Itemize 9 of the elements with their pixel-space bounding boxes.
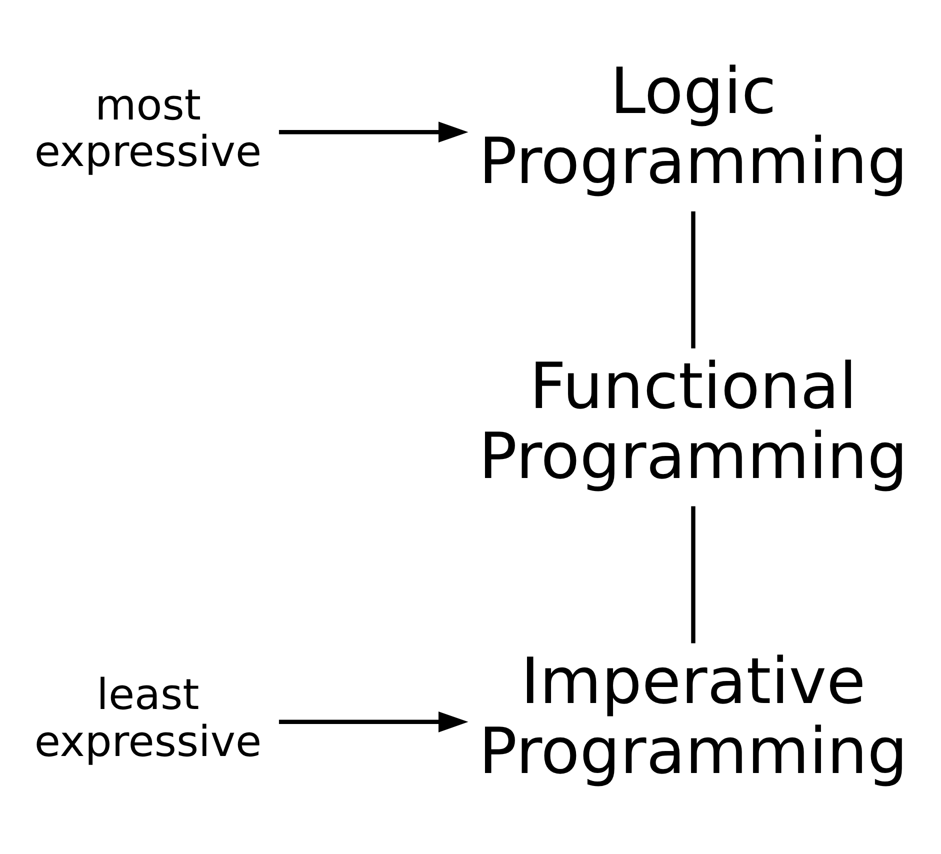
connector <box>690 211 695 348</box>
node-text: Functional Programming <box>478 350 908 494</box>
node-text: least expressive <box>34 671 262 767</box>
node-text: Imperative Programming <box>478 644 908 789</box>
connector <box>690 506 695 644</box>
node-text: most expressive <box>34 81 262 178</box>
arrow <box>278 712 468 732</box>
arrow <box>278 122 468 142</box>
node-text: Logic Programming <box>478 54 908 200</box>
